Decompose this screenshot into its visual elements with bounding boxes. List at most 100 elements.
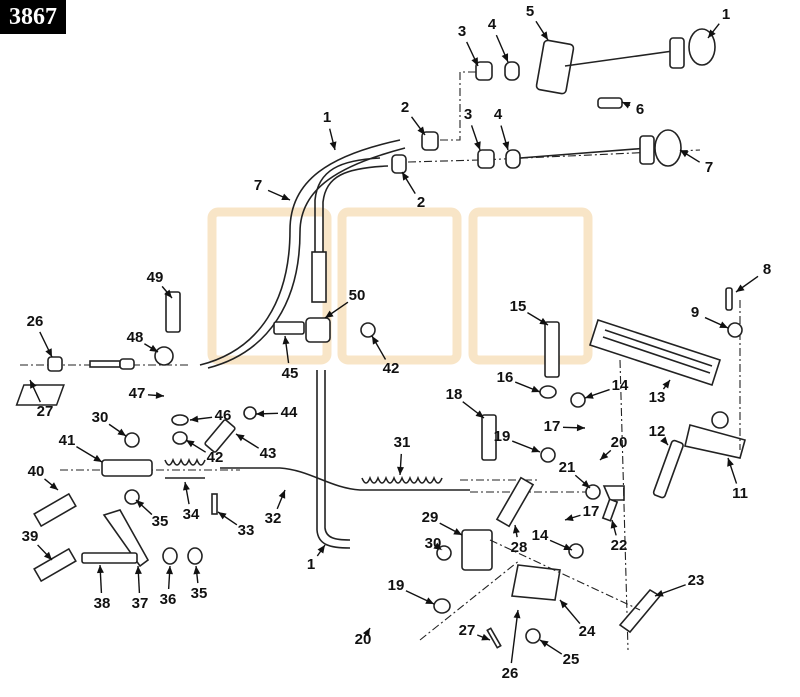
callout-number: 42 (383, 360, 400, 377)
arrowhead-icon (218, 512, 227, 520)
callout-number: 39 (22, 528, 39, 545)
callout-number: 45 (282, 365, 299, 382)
callout-8: 8 (735, 261, 771, 293)
callout-number: 33 (238, 522, 255, 539)
left-linkage (15, 291, 470, 583)
arrowhead-icon (282, 336, 290, 345)
callout-20: 20 (355, 627, 372, 648)
arrowhead-icon (278, 490, 286, 499)
callout-number: 38 (94, 595, 111, 612)
callout-1: 1 (707, 6, 730, 39)
callout-1: 1 (323, 109, 337, 151)
callout-2: 2 (401, 99, 426, 136)
arrowhead-icon (186, 440, 195, 448)
arrowhead-icon (680, 150, 689, 158)
callout-number: 40 (28, 463, 45, 480)
callout-47: 47 (129, 385, 165, 402)
callout-4: 4 (488, 16, 509, 63)
arrowhead-icon (317, 545, 325, 554)
callout-number: 27 (37, 403, 54, 420)
callout-13: 13 (649, 379, 671, 406)
callout-number: 7 (254, 177, 262, 194)
callout-number: 24 (579, 623, 596, 640)
callout-29: 29 (422, 509, 463, 536)
callout-24: 24 (559, 599, 596, 640)
callout-number: 15 (510, 298, 527, 315)
callout-number: 46 (215, 407, 232, 424)
callout-number: 1 (722, 6, 730, 23)
arrowhead-icon (43, 551, 52, 560)
callout-27: 27 (459, 622, 491, 641)
callout-28: 28 (511, 524, 527, 556)
callout-45: 45 (282, 335, 299, 382)
callout-18: 18 (446, 386, 485, 419)
arrowhead-icon (540, 31, 548, 40)
callout-number: 14 (612, 377, 629, 394)
callout-number: 20 (355, 631, 372, 648)
callout-44: 44 (255, 404, 298, 421)
arrowhead-icon (502, 141, 510, 150)
callout-number: 25 (563, 651, 580, 668)
callout-number: 44 (281, 404, 298, 421)
callout-22: 22 (610, 519, 628, 554)
callout-number: 20 (611, 434, 628, 451)
callout-number: 4 (494, 106, 503, 123)
diagram-number-badge: 3867 (0, 0, 66, 34)
arrowhead-icon (471, 57, 478, 66)
callout-26: 26 (27, 313, 53, 358)
callout-number: 9 (691, 304, 699, 321)
arrowhead-icon (531, 385, 540, 393)
callout-number: 41 (59, 432, 76, 449)
callout-number: 49 (147, 269, 164, 286)
callout-21: 21 (559, 459, 591, 489)
callout-19: 19 (494, 428, 541, 453)
callout-17: 17 (544, 418, 586, 435)
arrowhead-icon (501, 53, 509, 62)
callout-5: 5 (526, 3, 549, 41)
callout-42: 42 (371, 335, 400, 377)
callout-number: 3 (458, 23, 466, 40)
arrowhead-icon (134, 566, 142, 575)
arrowhead-icon (660, 436, 668, 445)
callout-7: 7 (679, 149, 713, 176)
callout-number: 26 (502, 665, 519, 682)
callout-number: 32 (265, 510, 282, 527)
callout-number: 42 (207, 449, 224, 466)
arrowhead-icon (581, 480, 590, 488)
arrowhead-icon (610, 520, 618, 529)
callout-48: 48 (127, 329, 159, 353)
arrowhead-icon (256, 410, 265, 418)
arrowhead-icon (600, 452, 609, 460)
arrowhead-icon (193, 566, 201, 575)
callout-35: 35 (191, 565, 207, 602)
arrowhead-icon (662, 380, 670, 389)
callout-number: 23 (688, 572, 705, 589)
arrowhead-icon (417, 126, 425, 135)
arrowhead-icon (576, 424, 585, 432)
callout-2: 2 (401, 171, 425, 211)
callout-number: 22 (611, 537, 628, 554)
callout-31: 31 (394, 434, 411, 476)
callout-38: 38 (94, 564, 111, 612)
callout-number: 47 (129, 385, 146, 402)
arrowhead-icon (474, 141, 481, 150)
callout-number: 3 (464, 106, 472, 123)
callout-number: 21 (559, 459, 576, 476)
callout-1: 1 (307, 544, 326, 573)
arrowhead-icon (540, 640, 549, 648)
callout-16: 16 (497, 369, 541, 393)
callout-27: 27 (29, 379, 54, 420)
callout-number: 29 (422, 509, 439, 526)
callout-number: 4 (488, 16, 497, 33)
callout-11: 11 (727, 457, 748, 502)
callout-number: 17 (544, 418, 561, 435)
spring-34 (164, 457, 206, 479)
arrowhead-icon (49, 482, 58, 490)
callout-37: 37 (132, 565, 148, 612)
arrowhead-icon (531, 445, 540, 453)
arrowhead-icon (585, 392, 594, 399)
callout-number: 31 (394, 434, 411, 451)
callout-12: 12 (649, 423, 669, 446)
arrowhead-icon (96, 565, 104, 574)
